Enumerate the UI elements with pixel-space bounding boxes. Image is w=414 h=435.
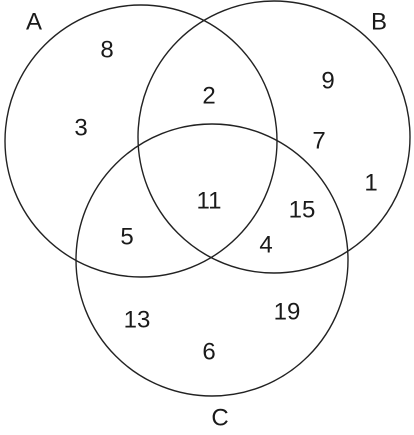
region-c-only-value: 19 xyxy=(274,299,301,326)
region-b-only-value: 9 xyxy=(321,68,334,95)
region-b-only-value: 1 xyxy=(364,170,377,197)
region-a-only-value: 8 xyxy=(100,37,113,64)
region-c-only-value: 13 xyxy=(124,307,151,334)
set-c-label: C xyxy=(211,405,228,432)
set-c-circle xyxy=(75,123,349,397)
region-a-only-value: 3 xyxy=(74,115,87,142)
region-abc-value: 11 xyxy=(197,188,222,215)
region-b-only-value: 7 xyxy=(312,128,325,155)
set-a-circle xyxy=(4,4,278,278)
region-c-only-value: 6 xyxy=(202,339,215,366)
region-bc-value: 15 xyxy=(289,197,316,224)
region-ac-value: 5 xyxy=(120,224,133,251)
set-b-label: B xyxy=(371,9,387,36)
set-a-label: A xyxy=(26,9,42,36)
region-bc-value: 4 xyxy=(259,232,272,259)
set-b-circle xyxy=(137,0,411,274)
region-ab-value: 2 xyxy=(202,83,215,110)
